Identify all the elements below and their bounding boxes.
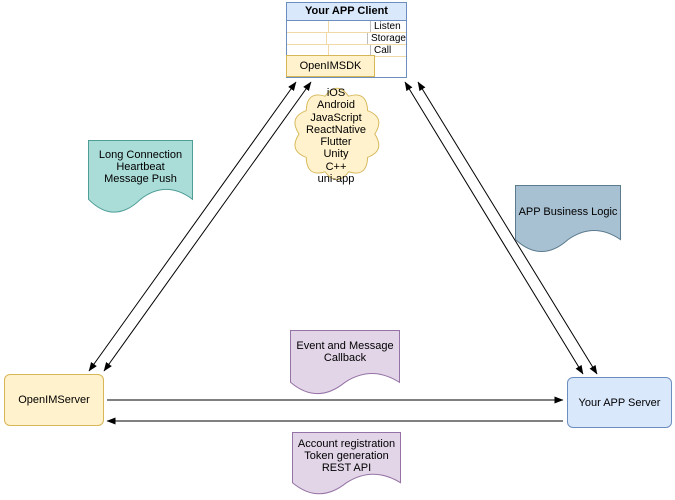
note-line: Callback bbox=[323, 352, 367, 364]
note-rest-api: Account registration Token generation RE… bbox=[292, 432, 401, 497]
note-business-logic: APP Business Logic bbox=[515, 185, 621, 255]
platform-item: iOS bbox=[326, 87, 346, 99]
client-node: Your APP Client Listen Storage Call Open… bbox=[286, 2, 407, 78]
platform-item: Unity bbox=[323, 148, 349, 161]
note-line: APP Business Logic bbox=[518, 206, 618, 218]
grid-cell bbox=[287, 33, 328, 44]
platform-list: iOS Android JavaScript ReactNative Flutt… bbox=[286, 87, 386, 185]
app-server-label: Your APP Server bbox=[578, 396, 661, 409]
app-server-node: Your APP Server bbox=[567, 377, 672, 428]
note-line: Long Connection bbox=[98, 149, 183, 161]
grid-cell bbox=[287, 21, 329, 32]
grid-cell bbox=[329, 21, 371, 32]
platform-item: ReactNative bbox=[306, 123, 366, 136]
platform-item: JavaScript bbox=[310, 111, 362, 124]
grid-cell bbox=[287, 45, 329, 56]
arrow-server-sdk-1 bbox=[88, 81, 297, 372]
note-line: Message Push bbox=[104, 173, 177, 185]
arrow-client-appserver-2 bbox=[417, 81, 598, 375]
note-event-callback: Event and Message Callback bbox=[290, 330, 400, 397]
hook-label-call: Call bbox=[374, 45, 392, 56]
note-shape bbox=[292, 432, 401, 495]
note-text: Account registration Token generation RE… bbox=[292, 432, 401, 474]
note-shape bbox=[290, 330, 400, 395]
note-line: Account registration bbox=[297, 438, 396, 450]
note-line: REST API bbox=[321, 462, 372, 474]
openim-server-label: OpenIMServer bbox=[18, 394, 90, 406]
platform-item: uni-app bbox=[317, 173, 355, 186]
note-long-connection: Long Connection Heartbeat Message Push bbox=[88, 140, 193, 216]
note-outline bbox=[290, 330, 400, 395]
grid-row: Listen bbox=[287, 21, 406, 33]
client-grid: Listen Storage Call bbox=[287, 21, 406, 57]
openim-server-node: OpenIMServer bbox=[4, 374, 104, 426]
note-line: Event and Message bbox=[296, 340, 394, 352]
grid-row: Storage bbox=[287, 33, 406, 45]
platform-item: C++ bbox=[325, 160, 347, 173]
note-text: APP Business Logic bbox=[515, 185, 621, 218]
grid-cell bbox=[327, 33, 368, 44]
note-text: Long Connection Heartbeat Message Push bbox=[88, 140, 193, 185]
hook-label-storage: Storage bbox=[370, 33, 406, 44]
note-line: Heartbeat bbox=[116, 161, 165, 173]
note-line: Token generation bbox=[304, 450, 389, 462]
platform-item: Android bbox=[317, 99, 355, 112]
arrow-server-sdk-2 bbox=[103, 81, 312, 372]
client-title: Your APP Client bbox=[287, 3, 406, 21]
openimsdk-node: OpenIMSDK bbox=[286, 55, 375, 77]
note-text: Event and Message Callback bbox=[290, 330, 400, 364]
grid-cell bbox=[329, 45, 371, 56]
note-outline bbox=[292, 432, 401, 495]
hook-label-listen: Listen bbox=[374, 21, 401, 32]
platform-item: Flutter bbox=[320, 136, 352, 149]
